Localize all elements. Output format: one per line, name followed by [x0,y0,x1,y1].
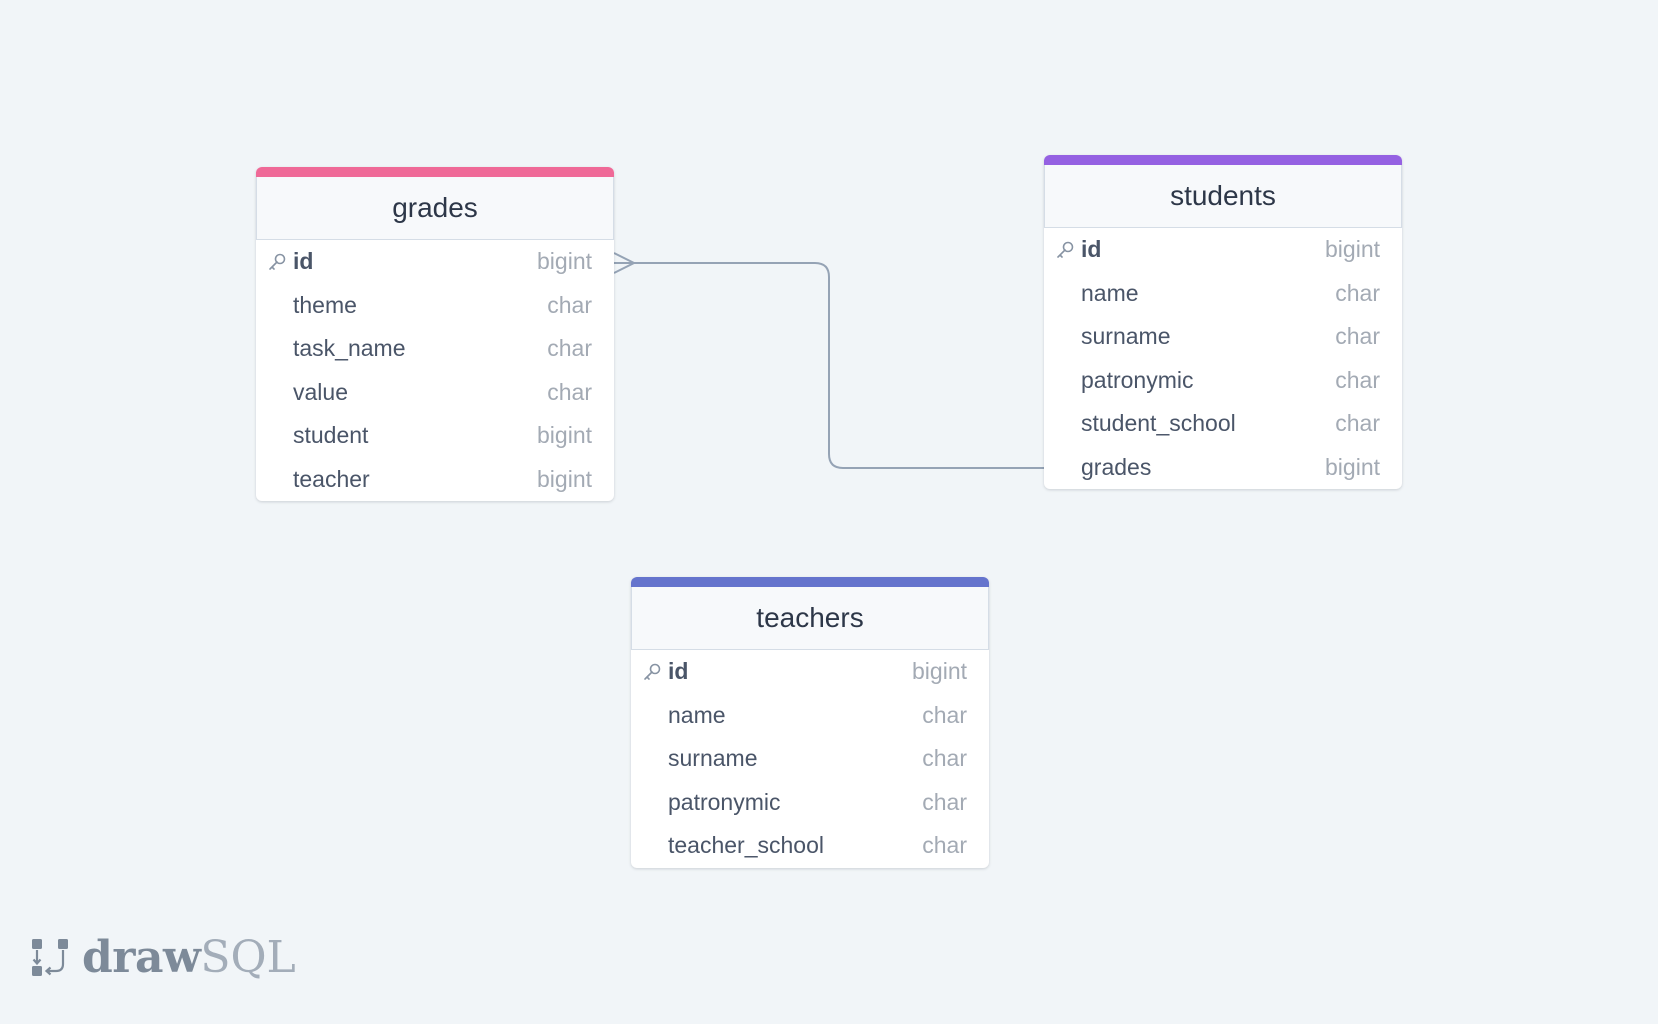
primary-key-icon [642,661,668,683]
column-row[interactable]: teacher bigint [256,458,614,502]
column-row[interactable]: theme char [256,284,614,328]
column-name: grades [1081,453,1152,480]
column-name: id [668,658,689,685]
column-row[interactable]: teacher_school char [631,824,989,868]
column-type: char [547,291,592,318]
table-teachers[interactable]: teachers id bigint name char surname cha… [631,577,989,868]
column-type: char [1335,279,1380,306]
column-type: char [547,335,592,362]
column-row[interactable]: surname char [1044,315,1402,359]
column-row[interactable]: student bigint [256,414,614,458]
column-type: char [922,701,967,728]
column-type: bigint [537,248,592,275]
column-type: bigint [1325,453,1380,480]
brand-draw-text: draw [82,932,201,983]
column-name: patronymic [668,788,781,815]
column-row[interactable]: id bigint [631,650,989,694]
column-row[interactable]: id bigint [256,240,614,284]
column-type: bigint [537,422,592,449]
column-type: char [922,745,967,772]
table-grades[interactable]: grades id bigint theme char task_name ch… [256,167,614,501]
column-row[interactable]: id bigint [1044,228,1402,272]
relation-line-students-grades[interactable] [614,262,1045,469]
column-type: bigint [537,465,592,492]
column-name: surname [1081,323,1171,350]
table-accent-bar [256,167,614,177]
column-type: char [1335,366,1380,393]
table-title[interactable]: teachers [631,587,989,650]
column-row[interactable]: patronymic char [631,781,989,825]
primary-key-icon [1055,239,1081,261]
table-title[interactable]: grades [256,177,614,240]
column-row[interactable]: patronymic char [1044,359,1402,403]
column-row[interactable]: grades bigint [1044,446,1402,490]
column-type: char [547,378,592,405]
column-row[interactable]: name char [631,694,989,738]
column-name: patronymic [1081,366,1194,393]
brand-sql-text: SQL [200,932,296,983]
column-type: bigint [1325,236,1380,263]
column-name: student_school [1081,410,1236,437]
column-type: bigint [912,658,967,685]
crow-foot-marker [613,252,637,274]
column-name: task_name [293,335,406,362]
column-name: id [1081,236,1102,263]
column-name: teacher [293,465,370,492]
column-type: char [1335,323,1380,350]
column-row[interactable]: surname char [631,737,989,781]
table-students[interactable]: students id bigint name char surname cha… [1044,155,1402,489]
column-row[interactable]: student_school char [1044,402,1402,446]
primary-key-icon [267,251,293,273]
column-name: name [1081,279,1139,306]
column-name: student [293,422,369,449]
column-name: surname [668,745,758,772]
column-type: char [1335,410,1380,437]
column-type: char [922,832,967,859]
column-type: char [922,788,967,815]
column-name: value [293,378,348,405]
column-name: id [293,248,314,275]
column-name: teacher_school [668,832,824,859]
drawsql-logo-icon [32,938,68,976]
table-title[interactable]: students [1044,165,1402,228]
column-row[interactable]: value char [256,371,614,415]
column-row[interactable]: task_name char [256,327,614,371]
column-row[interactable]: name char [1044,272,1402,316]
column-name: theme [293,291,357,318]
column-name: name [668,701,726,728]
table-accent-bar [631,577,989,587]
table-accent-bar [1044,155,1402,165]
